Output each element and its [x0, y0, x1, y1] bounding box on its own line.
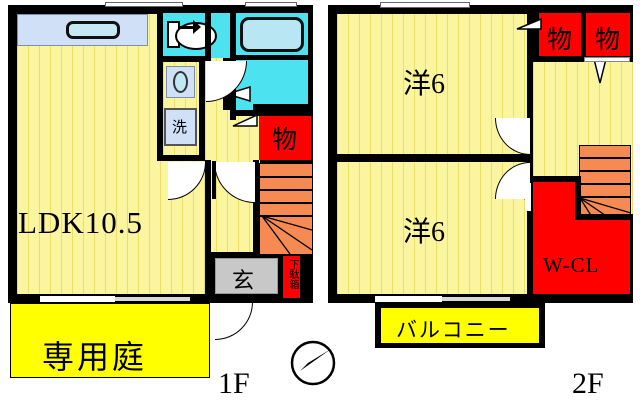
storage-2f-b-track — [584, 57, 630, 62]
balcony-label: バルコニー — [396, 318, 511, 342]
kitchen-sink-icon — [66, 21, 120, 39]
compass-rose-icon — [290, 340, 336, 386]
private-garden-label: 専用庭 — [42, 339, 148, 375]
wall-h-toilet-bottom — [157, 56, 205, 62]
storage-closet-2f-a — [539, 13, 581, 58]
room-2f-south-window-sash — [442, 296, 510, 302]
wall-v-ldk-right-low — [205, 160, 211, 294]
room-2f-south-floor — [337, 162, 527, 294]
storage-closet-2f-a-label: 物 — [547, 27, 573, 54]
floor-2f-caption: 2F — [572, 367, 604, 400]
wall-v-washroom-right — [199, 58, 205, 160]
storage-2f-a-door-arrow-icon — [516, 17, 542, 32]
private-garden — [10, 303, 210, 378]
wall-v-stairs-left — [253, 160, 259, 258]
toilet-fixture-icon — [167, 18, 222, 52]
washing-machine-label: 洗 — [172, 120, 188, 136]
storage-1f-door-arrow-icon — [232, 112, 258, 128]
room-2f-north-floor — [337, 14, 527, 154]
kitchen-counter — [17, 14, 148, 46]
wall-h-wcl-stair-bottom — [575, 214, 633, 220]
wall-h-2f-storage-bottom — [533, 56, 633, 62]
entrance-label: 玄 — [232, 268, 255, 293]
wall-v-wcl-stair — [575, 176, 581, 220]
wall-h-2f-room-divider — [328, 154, 527, 162]
floor-1f-group: 洗 物 玄 下駄箱 — [8, 2, 313, 400]
wall-h-washroom-bottom — [157, 155, 205, 161]
ldk-south-window-sash — [115, 296, 190, 302]
bath-divider-wall — [236, 55, 308, 60]
washbasin-bowl-icon — [173, 71, 188, 93]
storage-closet-2f-b-label: 物 — [595, 27, 621, 54]
entrance-floor — [215, 258, 278, 294]
floor-2f-group: 洋6 洋6 物 物 — [320, 0, 640, 417]
room-2f-south-label: 洋6 — [403, 217, 446, 248]
ldk-door-leaf — [212, 161, 216, 199]
shoe-cabinet-label: 下駄箱 — [287, 259, 298, 289]
bath-door-arrow-icon — [225, 86, 251, 102]
storage-closet-2f-b — [586, 13, 630, 58]
bathtub-icon — [240, 17, 304, 52]
wall-h-hall-entry — [205, 252, 260, 258]
wall-h-storage-top — [253, 104, 313, 110]
storage-closet-1f — [259, 110, 311, 160]
room-2f-north-label: 洋6 — [403, 69, 446, 100]
walk-in-closet-main — [533, 216, 630, 294]
washing-machine-box — [164, 108, 197, 146]
entrance-door-swing — [215, 302, 253, 340]
wall-v-2f-storage-divider — [581, 8, 586, 58]
floor-1f-caption: 1F — [218, 367, 250, 400]
wall-v-wcl-left — [527, 178, 533, 295]
room-2f-north-window — [380, 2, 470, 8]
walk-in-closet-arm — [533, 180, 579, 220]
entrance-door-leaf — [215, 300, 252, 303]
shoe-cabinet — [283, 256, 300, 298]
storage-closet-1f-label: 物 — [272, 127, 298, 154]
wall-h-bath-bottom — [230, 110, 313, 116]
walk-in-closet-label: W-CL — [543, 253, 600, 277]
balcony-floor — [380, 307, 540, 344]
wall-h-wcl-top — [527, 176, 579, 182]
bath-north-window — [245, 2, 297, 7]
staircase-1f — [259, 163, 312, 254]
wall-v-ldk-right — [205, 5, 211, 61]
ldk-north-window — [105, 2, 183, 7]
room-ldk-label: LDK10.5 — [18, 205, 143, 240]
wall-v-2f-rooms-right — [527, 5, 533, 295]
wall-v-washroom-left — [157, 5, 163, 160]
